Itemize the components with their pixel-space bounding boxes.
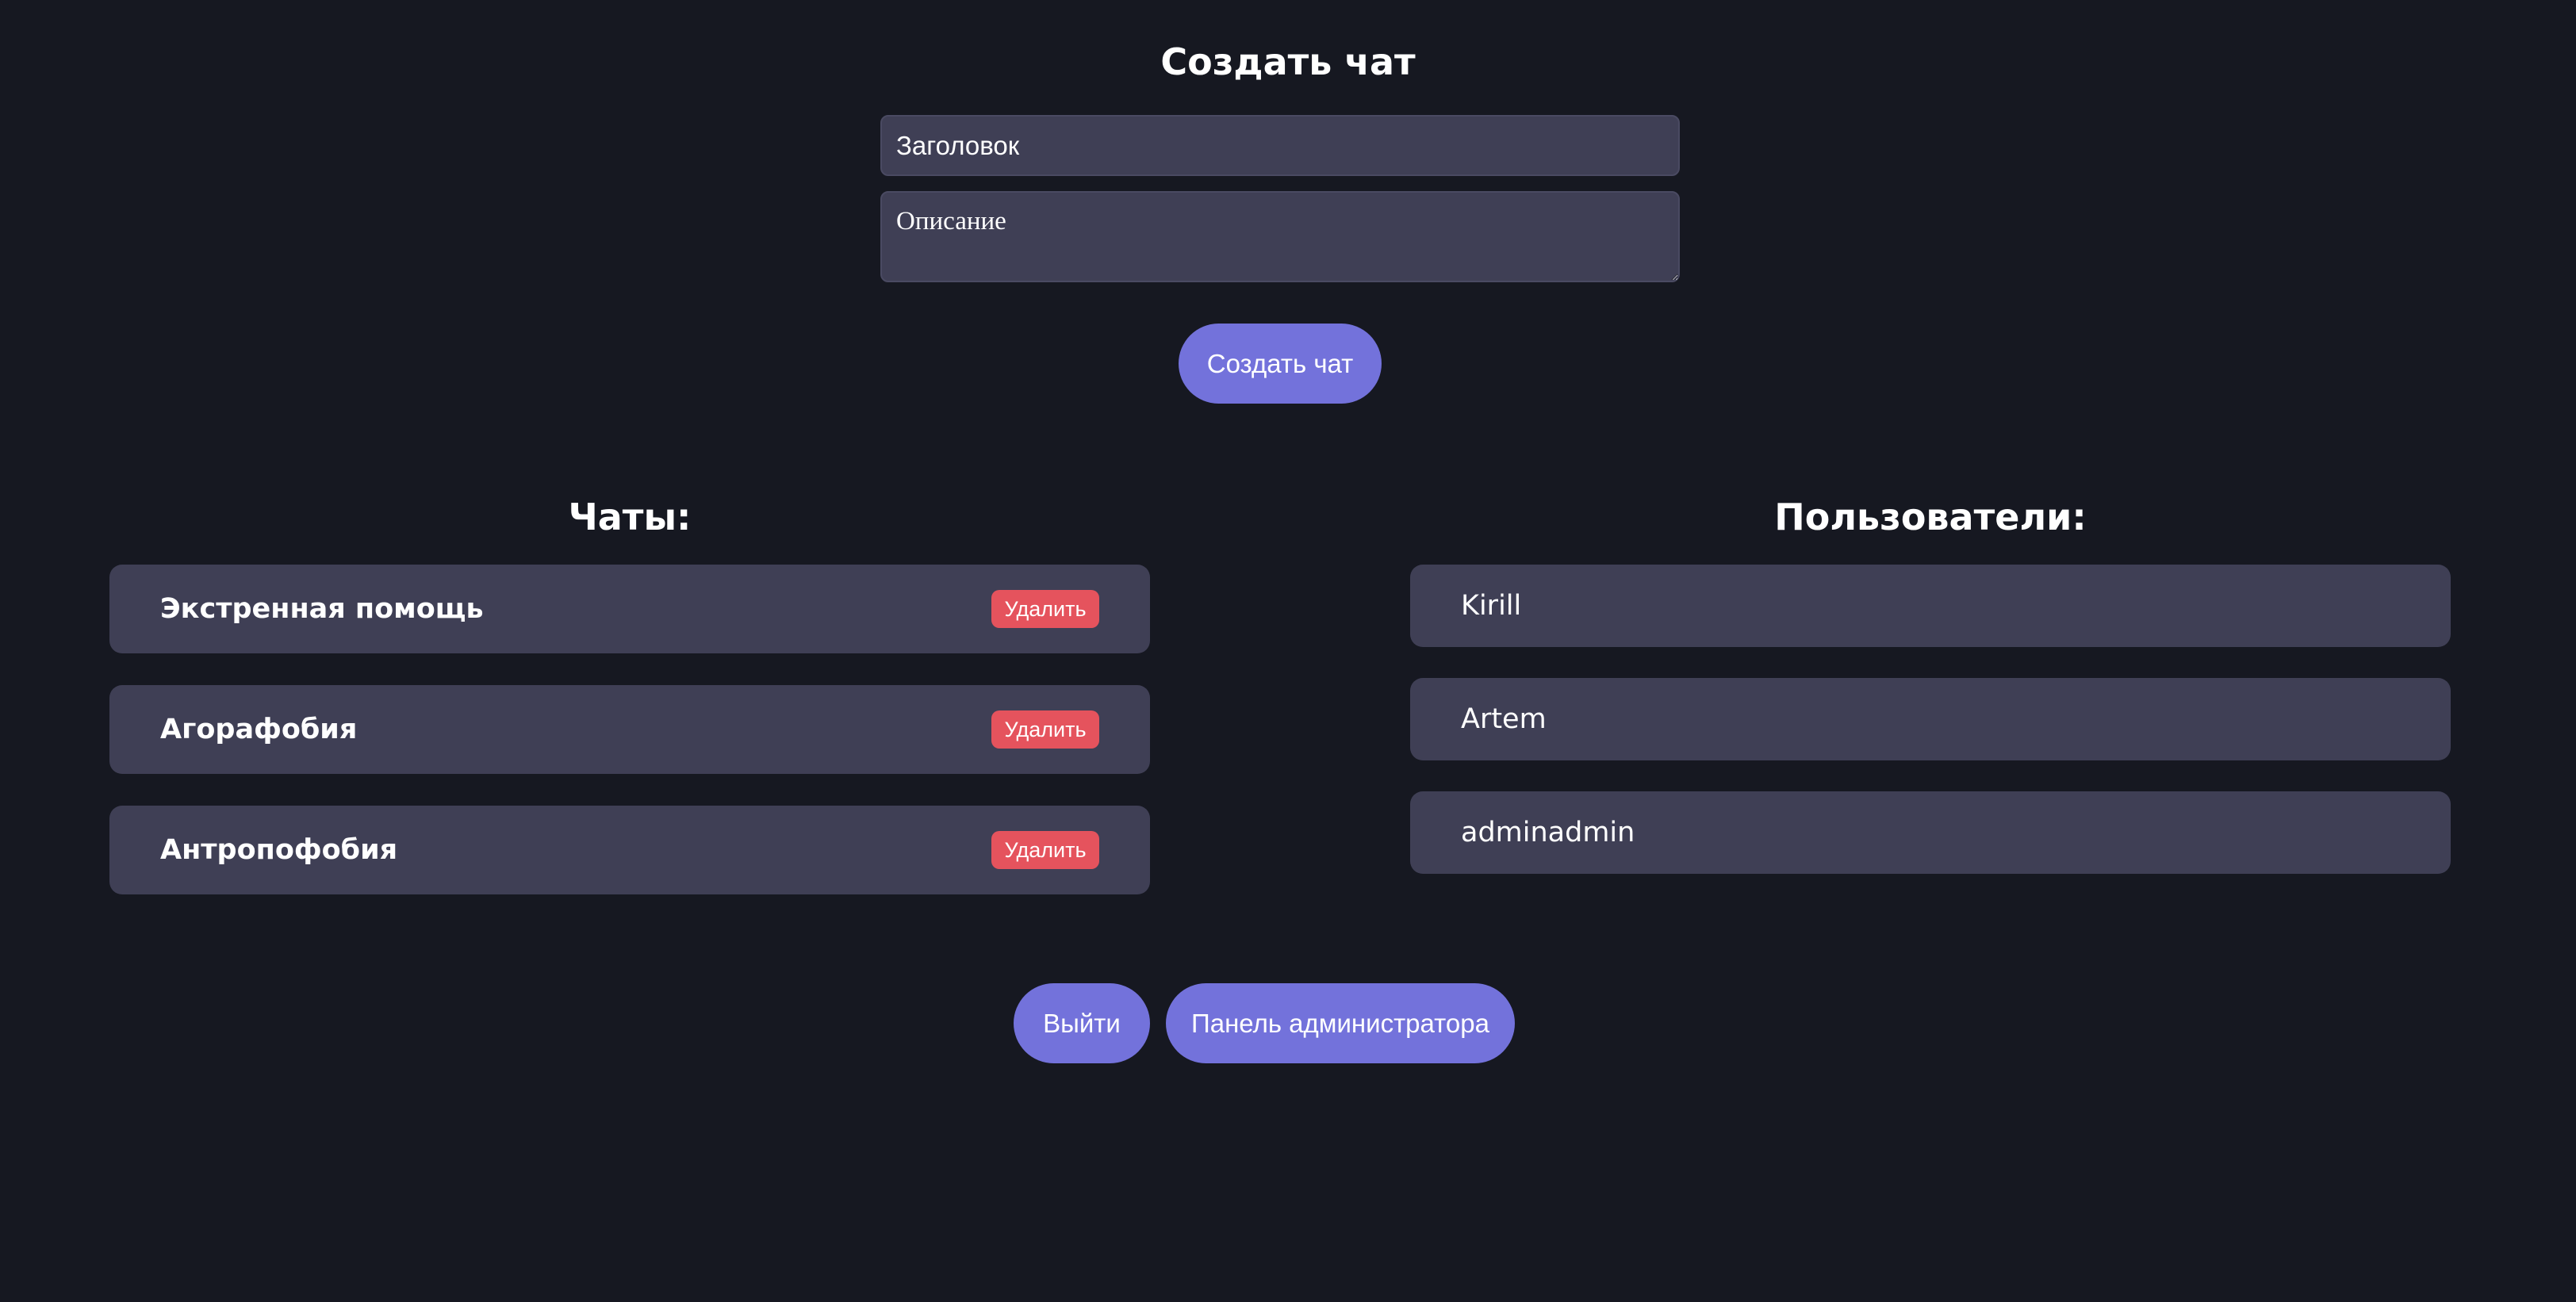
chat-list-item[interactable]: Агорафобия Удалить (109, 685, 1150, 774)
logout-button[interactable]: Выйти (1014, 983, 1150, 1063)
user-name: adminadmin (1461, 817, 1635, 848)
delete-chat-button[interactable]: Удалить (991, 831, 1099, 869)
chat-name: Антропофобия (160, 834, 398, 866)
chat-title-input[interactable] (880, 115, 1680, 176)
user-list-item[interactable]: Kirill (1410, 565, 2451, 647)
create-chat-heading: Создать чат (1160, 40, 1416, 83)
delete-chat-button[interactable]: Удалить (991, 590, 1099, 628)
admin-panel-button[interactable]: Панель администратора (1166, 983, 1515, 1063)
user-list-item[interactable]: Artem (1410, 678, 2451, 760)
user-name: Kirill (1461, 590, 1522, 622)
chat-name: Экстренная помощь (160, 593, 484, 625)
chat-name: Агорафобия (160, 714, 358, 745)
user-name: Artem (1461, 703, 1547, 735)
chat-list-item[interactable]: Антропофобия Удалить (109, 806, 1150, 894)
create-chat-button[interactable]: Создать чат (1179, 324, 1382, 404)
chats-heading: Чаты: (568, 496, 692, 538)
chat-list-item[interactable]: Экстренная помощь Удалить (109, 565, 1150, 653)
users-heading: Пользователи: (1774, 496, 2087, 538)
delete-chat-button[interactable]: Удалить (991, 710, 1099, 749)
user-list-item[interactable]: adminadmin (1410, 791, 2451, 874)
chat-description-textarea[interactable] (880, 191, 1680, 282)
